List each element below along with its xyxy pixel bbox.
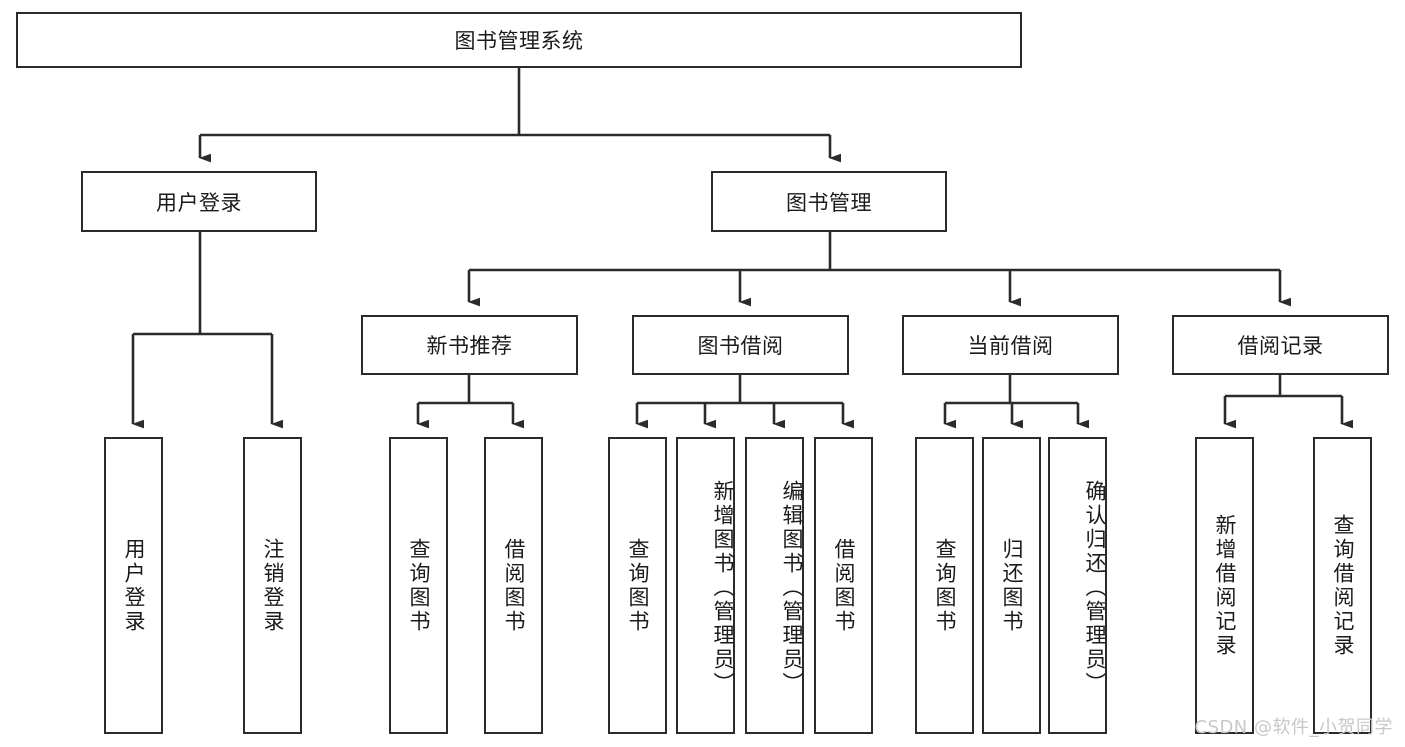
node-leaf-query-book-1[interactable]: 查询图书 [389, 437, 448, 734]
node-leaf-borrow-book-1[interactable]: 借阅图书 [484, 437, 543, 734]
node-leaf-logout-login-label: 注销登录 [261, 537, 285, 634]
node-root-label: 图书管理系统 [454, 29, 584, 53]
node-leaf-borrow-book-2[interactable]: 借阅图书 [814, 437, 873, 734]
node-leaf-query-book-3[interactable]: 查询图书 [915, 437, 974, 734]
node-leaf-query-book-2-label: 查询图书 [626, 537, 650, 634]
node-user-login-label: 用户登录 [156, 190, 242, 215]
node-book-borrow[interactable]: 图书借阅 [632, 315, 849, 375]
node-current-borrow[interactable]: 当前借阅 [902, 315, 1119, 375]
node-leaf-user-login-label: 用户登录 [122, 537, 146, 634]
node-leaf-query-record-label: 查询借阅记录 [1331, 513, 1355, 658]
node-leaf-edit-book-label: 编辑图书（管理员） [780, 479, 804, 696]
node-leaf-user-login[interactable]: 用户登录 [104, 437, 163, 734]
node-borrow-record-label: 借阅记录 [1237, 334, 1324, 358]
node-leaf-confirm-return[interactable]: 确认归还（管理员） [1048, 437, 1107, 734]
node-user-login[interactable]: 用户登录 [81, 171, 317, 232]
node-leaf-borrow-book-2-label: 借阅图书 [832, 537, 856, 634]
node-leaf-add-book-label: 新增图书（管理员） [711, 479, 735, 696]
node-book-management-label: 图书管理 [786, 190, 872, 215]
node-borrow-record[interactable]: 借阅记录 [1172, 315, 1389, 375]
node-leaf-query-record[interactable]: 查询借阅记录 [1313, 437, 1372, 734]
node-new-book-recommend-label: 新书推荐 [426, 334, 513, 358]
node-leaf-logout-login[interactable]: 注销登录 [243, 437, 302, 734]
node-leaf-query-book-1-label: 查询图书 [407, 537, 431, 634]
node-book-borrow-label: 图书借阅 [697, 334, 784, 358]
node-book-management[interactable]: 图书管理 [711, 171, 947, 232]
csdn-watermark: CSDN @软件_小贺同学 [1194, 717, 1393, 738]
node-leaf-add-book[interactable]: 新增图书（管理员） [676, 437, 735, 734]
node-current-borrow-label: 当前借阅 [967, 334, 1054, 358]
node-new-book-recommend[interactable]: 新书推荐 [361, 315, 578, 375]
node-leaf-add-record[interactable]: 新增借阅记录 [1195, 437, 1254, 734]
node-leaf-return-book[interactable]: 归还图书 [982, 437, 1041, 734]
node-leaf-return-book-label: 归还图书 [1000, 537, 1024, 634]
node-root[interactable]: 图书管理系统 [16, 12, 1022, 68]
node-leaf-confirm-return-label: 确认归还（管理员） [1083, 479, 1107, 696]
node-leaf-query-book-3-label: 查询图书 [933, 537, 957, 634]
node-leaf-edit-book[interactable]: 编辑图书（管理员） [745, 437, 804, 734]
node-leaf-borrow-book-1-label: 借阅图书 [502, 537, 526, 634]
node-leaf-query-book-2[interactable]: 查询图书 [608, 437, 667, 734]
node-leaf-add-record-label: 新增借阅记录 [1213, 513, 1237, 658]
